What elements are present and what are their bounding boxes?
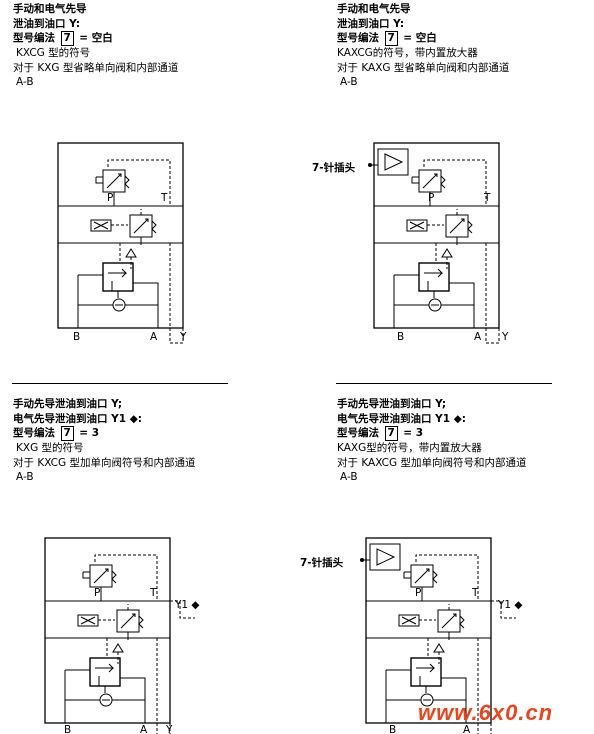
port-y1-label: Y1 ◆ [497,599,523,611]
diagram-bottom-right [360,537,516,734]
text-block-bottom-left: 手动先导泄油到油口 Y; 电气先导泄油到油口 Y1 ◆: 型号编法 7 = 3 … [13,398,196,483]
block-title: 手动先导泄油到油口 Y; [13,398,123,410]
text-block-top-right: 手动和电气先导 泄油到油口 Y: 型号编法 7 = 空白 KAXCG的符号，带内… [337,3,510,88]
block-drain-label: 电气先导泄油到油口 [337,412,436,425]
port-b-label: B [397,331,404,343]
block-symbol-text: KXG 型的符号 [16,442,84,454]
code-box: 7 [384,426,398,441]
text-block-bottom-right: 手动先导泄油到油口 Y; 电气先导泄油到油口 Y1 ◆: 型号编法 7 = 3 … [337,398,527,483]
block-code-label: 型号编法 [13,427,59,439]
port-t-label: T [483,192,491,204]
block-drain-port: Y1 ◆ [435,412,462,425]
block-symbol-text: KAXCG的符号，带内置放大器 [337,47,478,59]
port-t-label: T [471,587,479,599]
port-p-label: P [428,192,434,204]
block-drain-port: Y1 ◆ [111,412,138,425]
port-p-label: P [107,192,113,204]
diagram-top-right [368,142,500,344]
port-b-label: B [64,724,71,734]
port-y-label: Y [179,331,187,343]
block-title: 手动先导泄油到油口 Y; [337,398,447,410]
watermark: www.6x0.cn [418,700,554,725]
block-code-label: 型号编法 [13,32,59,44]
block-code-value: = 空白 [399,32,437,44]
block-code-value: = 空白 [75,32,113,44]
block-ab: A-B [16,76,34,88]
port-p-label: P [415,587,421,599]
port-a-label: A [463,724,471,734]
divider-left [12,383,228,384]
block-code-value: = 3 [75,427,100,439]
plug-label: 7-针插头 [312,161,356,174]
text-block-top-left: 手动和电气先导 泄油到油口 Y: 型号编法 7 = 空白 KXCG 型的符号 对… [13,3,179,88]
block-note: 对于 KAXG 型省略单向阀和内部通道 [337,61,510,74]
block-ab: A-B [340,76,358,88]
code-box: 7 [60,31,74,46]
block-code-value: = 3 [399,427,424,439]
code-box: 7 [60,426,74,441]
block-ab: A-B [16,471,34,483]
diagram-top-left [57,142,184,344]
port-y1-label: Y1 ◆ [174,599,200,611]
port-b-label: B [73,331,80,343]
block-symbol-text: KXCG 型的符号 [16,47,91,59]
block-note: 对于 KXCG 型加单向阀符号和内部通道 [13,456,196,469]
port-t-label: T [149,587,157,599]
block-drain-label: 泄油到油口 [13,17,70,30]
port-a-label: A [474,331,482,343]
block-symbol-text: KAXG型的符号，带内置放大器 [337,442,482,454]
port-t-label: T [160,192,168,204]
block-drain-label: 泄油到油口 [337,17,394,30]
block-title: 手动和电气先导 [13,3,87,15]
divider-right [336,383,552,384]
plug-label: 7-针插头 [300,556,344,569]
block-code-label: 型号编法 [337,32,383,44]
port-a-label: A [140,724,148,734]
code-box: 7 [384,31,398,46]
port-y-label: Y [165,724,173,734]
port-p-label: P [94,587,100,599]
diagram-bottom-left [44,537,195,734]
block-note: 对于 KAXCG 型加单向阀符号和内部通道 [337,456,527,469]
block-code-label: 型号编法 [337,427,383,439]
port-y-label: Y [501,331,509,343]
block-title: 手动和电气先导 [337,3,411,15]
port-a-label: A [150,331,158,343]
block-ab: A-B [340,471,358,483]
block-drain-port: Y [69,17,76,30]
block-note: 对于 KXG 型省略单向阀和内部通道 [13,61,179,74]
port-b-label: B [389,724,396,734]
block-drain-label: 电气先导泄油到油口 [13,412,112,425]
block-drain-port: Y [393,17,400,30]
